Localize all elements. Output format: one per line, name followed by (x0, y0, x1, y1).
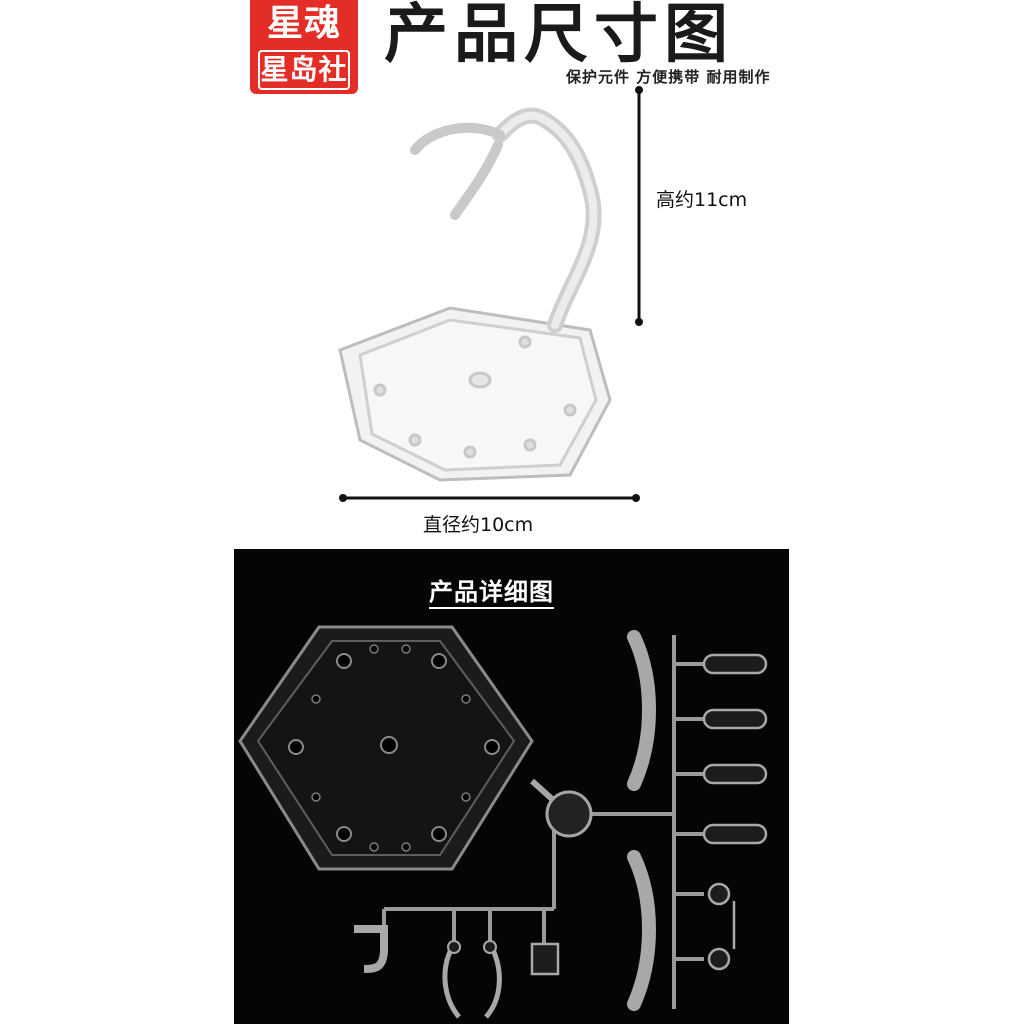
brand-line2: 星岛社 (258, 50, 350, 90)
parts-runner-image (238, 625, 768, 1019)
connector-piece (530, 942, 560, 976)
link-pieces (702, 653, 768, 971)
tagline: 保护元件 方便携带 耐用制作 (566, 68, 771, 86)
detail-panel: 产品详细图 (234, 549, 789, 1024)
arm-segment (627, 630, 656, 791)
brand-logo: 星魂 星岛社 (250, 0, 358, 94)
ball-joint (545, 790, 593, 838)
height-label: 高约11cm (656, 189, 748, 211)
claw-right (484, 942, 502, 1019)
width-label: 直径约10cm (423, 514, 534, 536)
detail-title: 产品详细图 (429, 577, 554, 609)
arm-segment (627, 850, 656, 1011)
brand-line1: 星魂 (266, 3, 341, 44)
page-title: 产品尺寸图 (384, 0, 734, 72)
claw-left (442, 942, 461, 1019)
elbow-piece (354, 925, 388, 973)
stand-photo (338, 107, 612, 482)
hex-plate (238, 625, 534, 871)
